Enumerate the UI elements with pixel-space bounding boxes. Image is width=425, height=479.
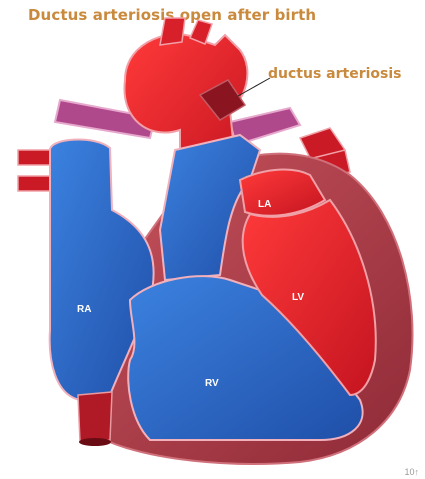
- label-ra: RA: [77, 304, 91, 315]
- brachiocephalic-artery: [160, 18, 185, 45]
- corner-mark: 10↑: [404, 467, 419, 477]
- label-la: LA: [258, 199, 271, 210]
- label-lv: LV: [292, 292, 304, 303]
- inferior-vena-cava: [78, 392, 112, 442]
- ivc-opening: [79, 438, 111, 446]
- label-rv: RV: [205, 378, 219, 389]
